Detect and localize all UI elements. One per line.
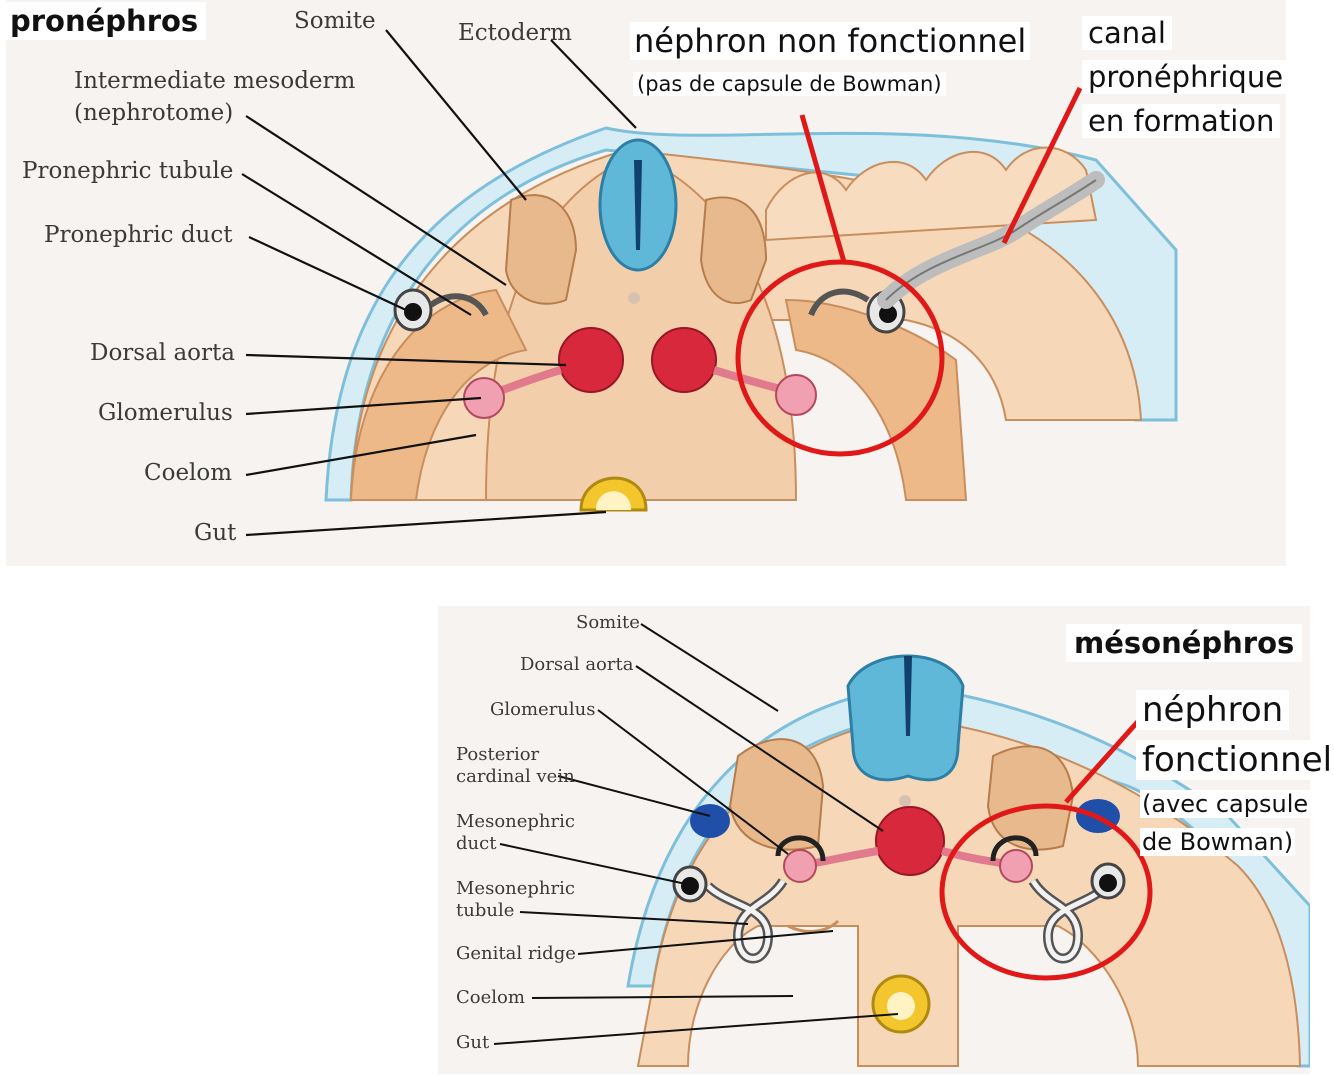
label-pronephric-duct: Pronephric duct bbox=[44, 222, 232, 248]
dorsal-aorta bbox=[876, 807, 944, 875]
capsule-note-line1: (avec capsule bbox=[1140, 790, 1310, 818]
right-dorsal-aorta bbox=[652, 328, 716, 392]
right-glomerulus bbox=[1000, 850, 1032, 882]
left-somite bbox=[506, 195, 576, 304]
left-somite bbox=[730, 739, 823, 849]
canal-label-line1: canal bbox=[1082, 16, 1172, 50]
label-intermediate-mesoderm: Intermediate mesoderm bbox=[74, 68, 355, 94]
nephron-nonfunctional-title: néphron non fonctionnel bbox=[630, 22, 1030, 60]
canal-label-line3: en formation bbox=[1082, 104, 1280, 138]
label-coelom: Coelom bbox=[144, 460, 232, 486]
label-glomerulus: Glomerulus bbox=[490, 699, 595, 720]
capsule-note-line2: de Bowman) bbox=[1140, 828, 1295, 856]
label-cardinal-vein: cardinal vein bbox=[456, 766, 575, 787]
label-gut: Gut bbox=[194, 520, 236, 546]
label-somite: Somite bbox=[294, 8, 376, 34]
pronephros-title: pronéphros bbox=[2, 2, 206, 40]
label-mesonephric-tubule-line1: Mesonephric bbox=[456, 878, 575, 899]
nephron-functional-line1: néphron bbox=[1136, 690, 1289, 730]
label-somite: Somite bbox=[576, 612, 640, 633]
label-posterior: Posterior bbox=[456, 744, 539, 765]
label-pronephric-tubule: Pronephric tubule bbox=[22, 158, 233, 184]
label-dorsal-aorta: Dorsal aorta bbox=[520, 654, 633, 675]
left-dorsal-aorta bbox=[559, 328, 623, 392]
left-glomerulus bbox=[784, 850, 816, 882]
label-nephrotome: (nephrotome) bbox=[74, 100, 233, 126]
label-ectoderm: Ectoderm bbox=[458, 20, 572, 46]
left-cardinal-vein bbox=[690, 804, 730, 838]
label-mesonephric-duct-line1: Mesonephric bbox=[456, 811, 575, 832]
right-somite bbox=[988, 746, 1073, 849]
label-coelom: Coelom bbox=[456, 987, 525, 1008]
label-tubule: tubule bbox=[456, 900, 514, 921]
notochord bbox=[628, 292, 640, 304]
canal-label-line2: pronéphrique bbox=[1082, 60, 1289, 94]
label-genital-ridge: Genital ridge bbox=[456, 943, 576, 964]
label-gut: Gut bbox=[456, 1032, 489, 1053]
label-dorsal-aorta: Dorsal aorta bbox=[90, 340, 235, 366]
pronephros-panel: Somite Ectoderm Intermediate mesoderm (n… bbox=[6, 0, 1286, 566]
nephron-functional-line2: fonctionnel bbox=[1136, 740, 1334, 780]
label-duct: duct bbox=[456, 833, 496, 854]
nephron-nonfunctional-note: (pas de capsule de Bowman) bbox=[633, 72, 946, 96]
mesonephros-title: mésonéphros bbox=[1066, 624, 1302, 662]
label-glomerulus: Glomerulus bbox=[98, 400, 233, 426]
right-glomerulus bbox=[776, 375, 816, 415]
notochord bbox=[899, 795, 911, 807]
